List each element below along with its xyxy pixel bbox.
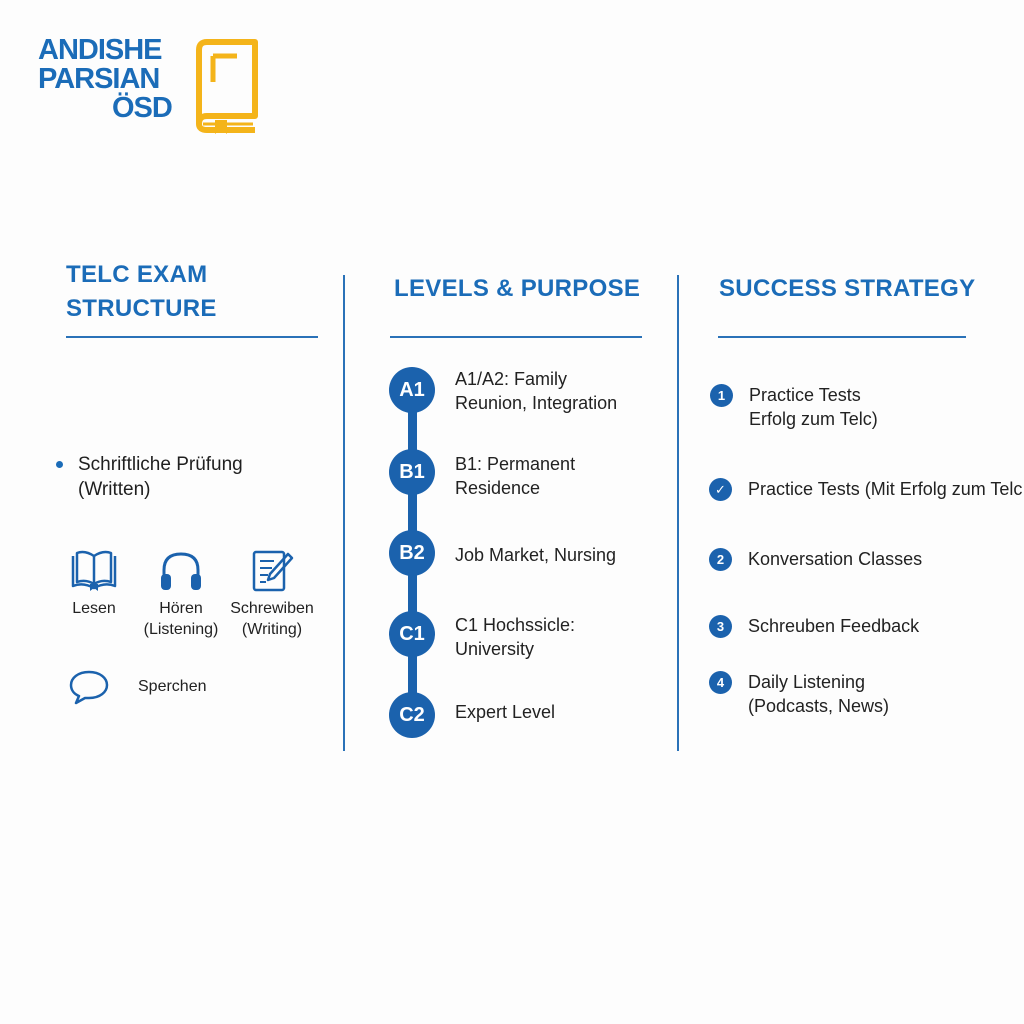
strategy-text-line: Practice Tests bbox=[749, 385, 861, 405]
logo-line-1: ANDISHE bbox=[38, 34, 163, 66]
number-2-icon: 2 bbox=[709, 548, 732, 571]
structure-title-line-2: STRUCTURE bbox=[66, 295, 217, 322]
strategy-text-line: Daily Listening bbox=[748, 672, 866, 692]
strategy-item: 4 Daily Listening (Podcasts, News) bbox=[709, 670, 889, 718]
logo-line-3: ÖSD bbox=[112, 92, 173, 124]
logo-wordmark: ANDISHE PARSIAN ÖSD bbox=[38, 34, 173, 124]
checkmark-icon: ✓ bbox=[709, 478, 732, 501]
skill-writing-sublabel: (Writing) bbox=[241, 621, 303, 638]
level-text-c1: C1 Hochssicle: University bbox=[455, 613, 575, 661]
skill-reading-label: Lesen bbox=[72, 600, 116, 617]
headphones-icon bbox=[161, 552, 201, 590]
level-text-a1: A1/A2: Family Reunion, Integration bbox=[455, 367, 617, 415]
level-badge-b1: B1 bbox=[389, 449, 435, 495]
level-text-line: Expert Level bbox=[455, 702, 556, 722]
number-1-icon: 1 bbox=[710, 384, 733, 407]
strategy-text-line: (Podcasts, News) bbox=[748, 696, 890, 716]
level-text-line: A1/A2: Family bbox=[455, 369, 568, 389]
book-logo-icon bbox=[196, 39, 258, 134]
speech-bubble-icon bbox=[69, 670, 109, 705]
skill-listening-sublabel: (Listening) bbox=[143, 621, 219, 638]
skill-listening-label: Hören bbox=[159, 600, 203, 617]
level-badge-a1: A1 bbox=[389, 367, 435, 413]
open-book-icon bbox=[71, 550, 117, 591]
skill-reading: Lesen bbox=[56, 548, 132, 619]
skill-writing: Schrewiben (Writing) bbox=[224, 548, 320, 640]
level-badge-c2: C2 bbox=[389, 692, 435, 738]
levels-title: LEVELS & PURPOSE bbox=[394, 275, 641, 302]
level-text-c2: Expert Level bbox=[455, 700, 555, 724]
skill-speaking: Sperchen bbox=[68, 668, 207, 706]
strategy-text-line: Schreuben Feedback bbox=[748, 616, 920, 636]
strategy-title: SUCCESS STRATEGY bbox=[719, 275, 976, 302]
strategy-text-line: Konversation Classes bbox=[748, 549, 923, 569]
written-exam-item: Schriftliche Prüfung (Written) bbox=[56, 452, 243, 502]
structure-title-line-1: TELC EXAM bbox=[66, 261, 208, 288]
level-text-line: C1 Hochssicle: bbox=[455, 615, 576, 635]
level-text-line: Job Market, Nursing bbox=[455, 545, 617, 565]
strategy-item: 1 Practice Tests Erfolg zum Telc) bbox=[710, 383, 878, 431]
written-exam-label: Schriftliche Prüfung bbox=[78, 454, 243, 475]
writing-icon bbox=[252, 550, 294, 592]
skill-speaking-label: Sperchen bbox=[138, 678, 207, 695]
strategy-text-line: Practice Tests (Mit Erfolg zum Telc bbox=[748, 479, 1023, 499]
logo-line-2: PARSIAN bbox=[38, 63, 160, 95]
bullet-dot-icon bbox=[56, 461, 63, 468]
level-text-line: Reunion, Integration bbox=[455, 393, 618, 413]
strategy-item: ✓ Practice Tests (Mit Erfolg zum Telc bbox=[709, 477, 1022, 501]
level-badge-b2: B2 bbox=[389, 530, 435, 576]
level-badge-c1: C1 bbox=[389, 611, 435, 657]
structure-title: TELC EXAM STRUCTURE bbox=[66, 258, 217, 326]
column-divider-2 bbox=[677, 275, 679, 751]
skill-listening: Hören (Listening) bbox=[136, 548, 226, 640]
strategy-title-rule bbox=[718, 336, 966, 338]
levels-title-rule bbox=[390, 336, 642, 338]
level-text-line: B1: Permanent bbox=[455, 454, 576, 474]
column-divider-1 bbox=[343, 275, 345, 751]
strategy-text-line: Erfolg zum Telc) bbox=[749, 409, 878, 429]
structure-title-rule bbox=[66, 336, 318, 338]
written-exam-sublabel: (Written) bbox=[78, 479, 151, 500]
level-text-b1: B1: Permanent Residence bbox=[455, 452, 575, 500]
number-4-icon: 4 bbox=[709, 671, 732, 694]
level-text-line: Residence bbox=[455, 478, 541, 498]
number-3-icon: 3 bbox=[709, 615, 732, 638]
skill-writing-label: Schrewiben bbox=[230, 600, 314, 617]
level-text-b2: Job Market, Nursing bbox=[455, 543, 616, 567]
strategy-item: 2 Konversation Classes bbox=[709, 547, 922, 571]
brand-logo: ANDISHE PARSIAN ÖSD bbox=[38, 36, 268, 141]
strategy-item: 3 Schreuben Feedback bbox=[709, 614, 919, 638]
level-text-line: University bbox=[455, 639, 535, 659]
